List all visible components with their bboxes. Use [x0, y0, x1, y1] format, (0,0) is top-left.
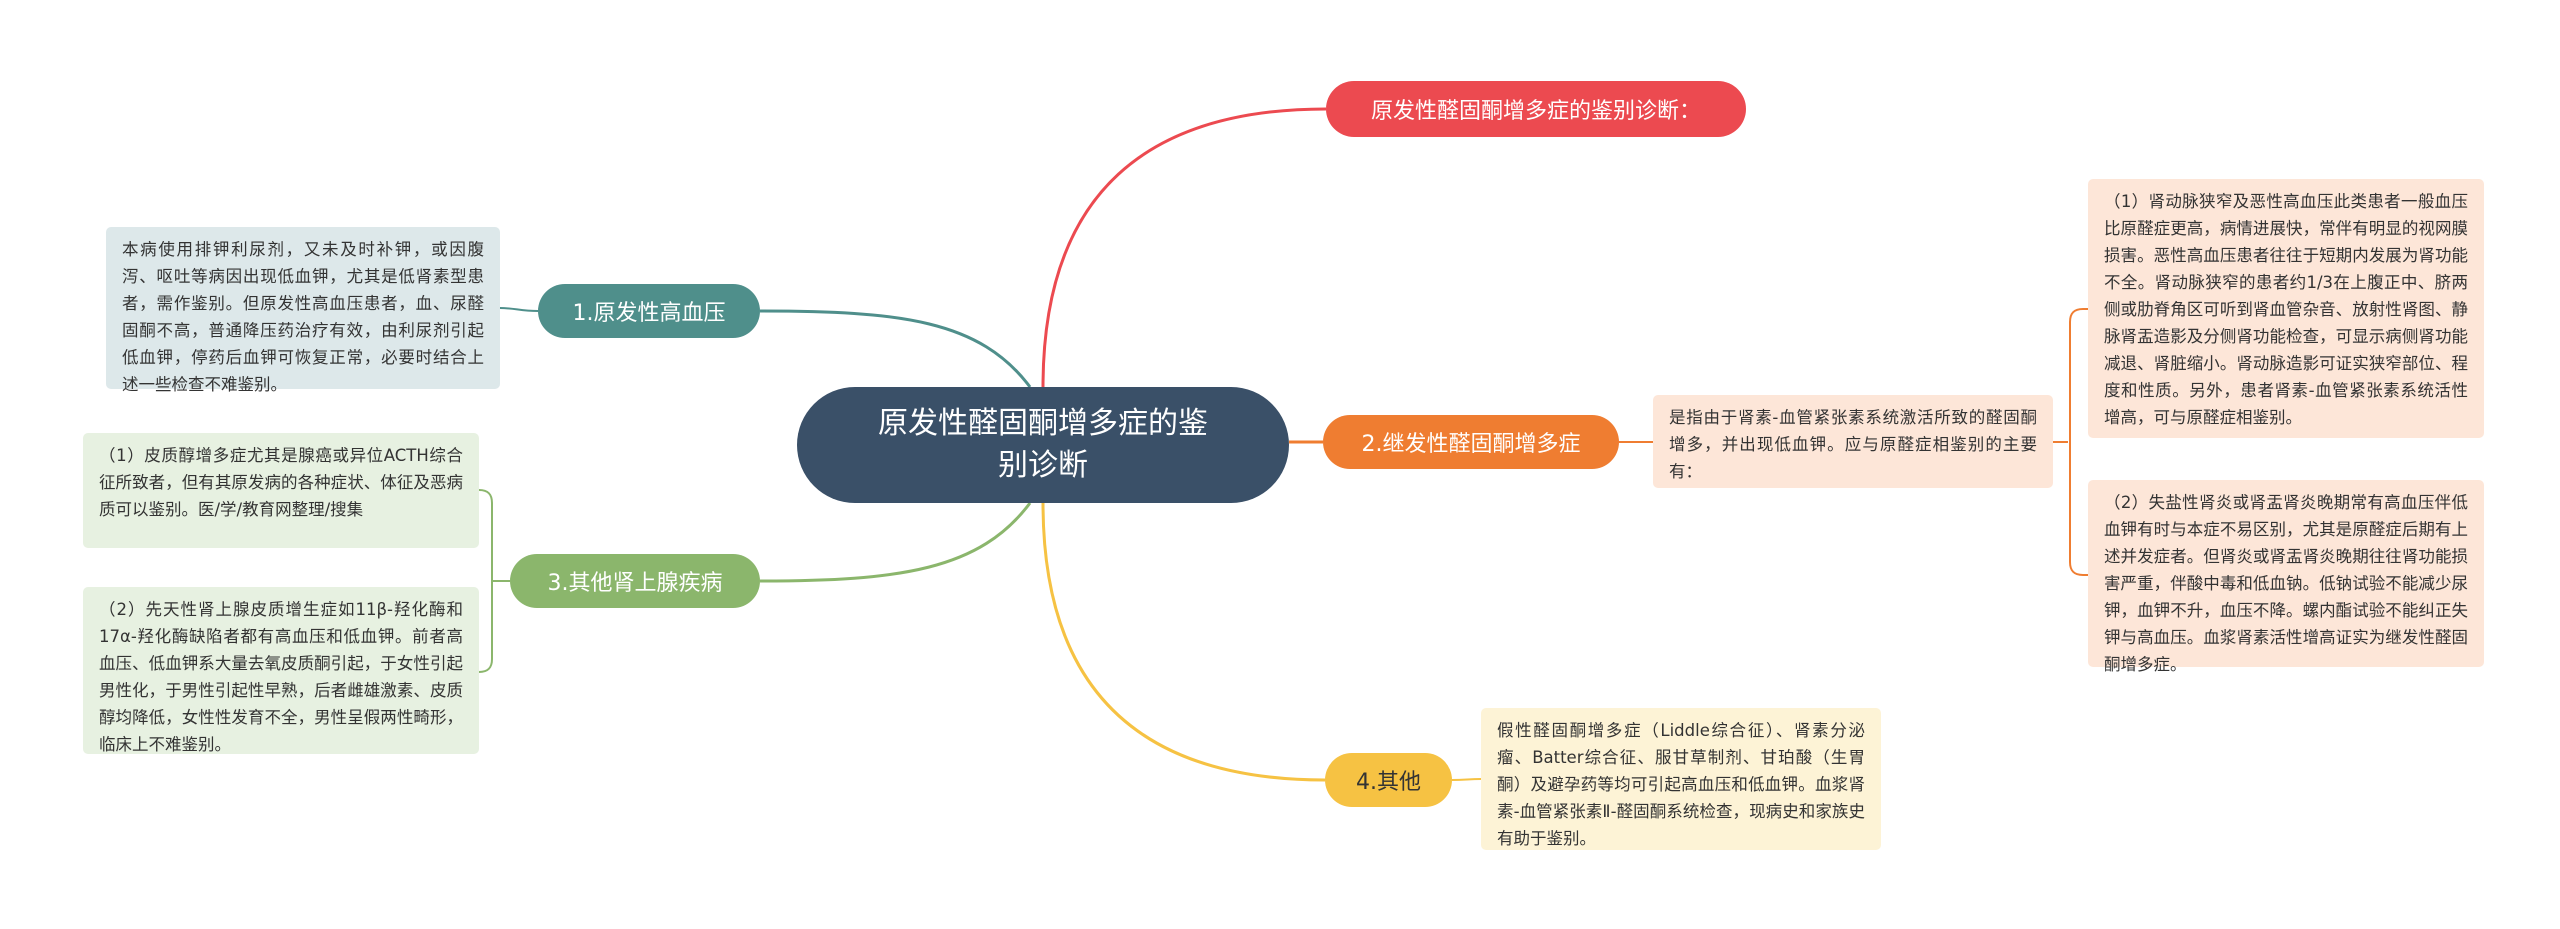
link-branch3 — [759, 502, 1032, 583]
branch-top-label: 原发性醛固酮增多症的鉴别诊断： — [1370, 99, 1701, 124]
branch3-item-cah[interactable]: （2）先天性肾上腺皮质增生症如11β-羟化酶和17α-羟化酶缺陷者都有高血压和低… — [83, 587, 479, 754]
branch4-note[interactable]: 假性醛固酮增多症（Liddle综合征）、肾素分泌瘤、Batter综合征、服甘草制… — [1481, 708, 1881, 850]
branch4-label: 4.其他 — [1356, 770, 1421, 795]
link-branch4 — [1041, 502, 1326, 782]
link-top — [1041, 107, 1327, 388]
root-node[interactable]: 原发性醛固酮增多症的鉴别诊断 — [797, 387, 1289, 503]
branch-differential-diagnosis[interactable]: 原发性醛固酮增多症的鉴别诊断： — [1326, 81, 1746, 137]
bracket-branch3 — [478, 489, 510, 673]
branch3-item-cushing[interactable]: （1）皮质醇增多症尤其是腺癌或异位ACTH综合征所致者，但有其原发病的各种症状、… — [83, 433, 479, 548]
root-title: 原发性醛固酮增多症的鉴别诊断 — [878, 406, 1208, 483]
link-branch4-leaf — [1451, 778, 1482, 781]
bracket-branch2 — [2053, 308, 2084, 576]
branch2-note[interactable]: 是指由于肾素-血管紧张素系统激活所致的醛固酮增多，并出现低血钾。应与原醛症相鉴别… — [1653, 395, 2053, 488]
branch1-label: 1.原发性高血压 — [572, 301, 726, 326]
branch-essential-hypertension[interactable]: 1.原发性高血压 — [538, 284, 760, 338]
link-branch1 — [759, 309, 1032, 388]
link-branch1-leaf — [499, 307, 539, 312]
branch2-item-renal-artery-stenosis[interactable]: （1）肾动脉狭窄及恶性高血压此类患者一般血压比原醛症更高，病情进展快，常伴有明显… — [2088, 179, 2484, 438]
branch2-label: 2.继发性醛固酮增多症 — [1361, 432, 1581, 457]
branch-secondary-aldosteronism[interactable]: 2.继发性醛固酮增多症 — [1323, 415, 1619, 469]
branch2-item-salt-losing-nephritis[interactable]: （2）失盐性肾炎或肾盂肾炎晚期常有高血压伴低血钾有时与本症不易区别，尤其是原醛症… — [2088, 480, 2484, 674]
branch3-label: 3.其他肾上腺疾病 — [547, 571, 723, 596]
branch-other[interactable]: 4.其他 — [1325, 753, 1452, 807]
branch-other-adrenal-diseases[interactable]: 3.其他肾上腺疾病 — [510, 554, 760, 608]
branch1-note[interactable]: 本病使用排钾利尿剂，又未及时补钾，或因腹泻、呕吐等病因出现低血钾，尤其是低肾素型… — [106, 227, 500, 394]
